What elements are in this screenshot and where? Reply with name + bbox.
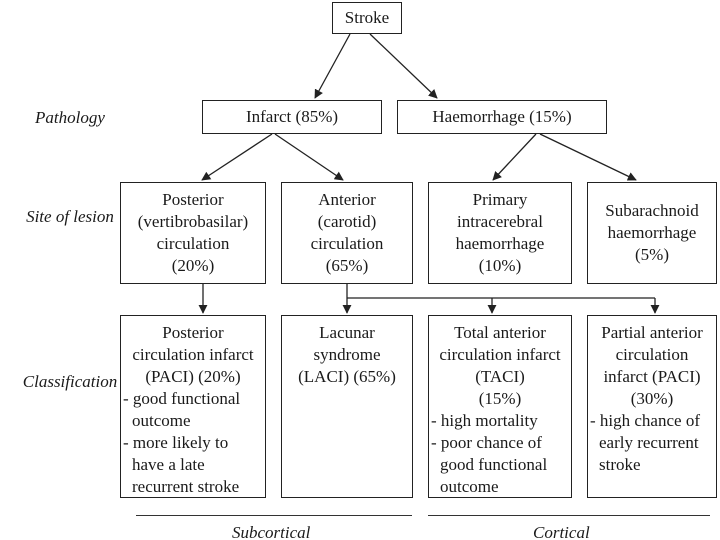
node-stroke: Stroke [332,2,402,34]
node-text-line: - high mortality [431,411,538,430]
node-text-line: (30%) [630,389,674,408]
node-text-line: haemorrhage [607,223,697,242]
node-text-line: infarct (PACI) [603,367,701,386]
node-partial-anterior-circulation-infarct: Partial anterior circulation infarct (PACI… [587,315,717,498]
arrow-stroke-to-haemorrhage [369,33,438,99]
node-text-line: intracerebral [457,212,543,231]
node-text-line: Partial anterior [601,323,703,342]
arrow-haemorrhage-to-primary [492,133,537,181]
node-text-line: Haemorrhage (15%) [432,107,572,126]
row-label-site: Site of lesion [26,207,114,226]
node-text-line: outcome [132,411,191,430]
node-posterior-circulation: Posterior (vertibrobasilar) circulation (20… [120,182,266,284]
node-text-line: Infarct (85%) [245,107,339,126]
node-text-line: Posterior [162,323,224,342]
node-text-line: (LACI) (65%) [298,367,396,386]
node-text-line: Posterior [162,190,224,209]
node-text-line: syndrome [313,345,381,364]
cortical-rule [428,515,710,516]
node-text-line: haemorrhage [455,234,545,253]
node-text-line: good functional [440,455,548,474]
node-text-line: stroke [599,455,641,474]
node-text-line: have a late [132,455,205,474]
node-text-line: Subarachnoid [605,201,699,220]
node-text-line: Primary [472,190,528,209]
arrow-infarct-to-posterior [201,133,273,181]
node-text-line: recurrent stroke [132,477,240,496]
node-text-line: (15%) [478,389,522,408]
node-text-line: (vertibrobasilar) [137,212,249,231]
node-posterior-circulation-infarct: Posterior circulation infarct (PACI) (20%)… [120,315,266,498]
node-text-line: circulation [156,234,230,253]
node-text-line: (TACI) [475,367,525,386]
node-text-line: Total anterior [454,323,546,342]
node-text-line: (carotid) [317,212,377,231]
node-text-line: (5%) [635,245,669,264]
node-primary-intracerebral: Primary intracerebral haemorrhage (10%) [428,182,572,284]
node-text-line: Lacunar [319,323,375,342]
row-label-classification: Classification [22,372,118,391]
group-label-subcortical: Subcortical [232,523,311,540]
node-text-line: - good functional [123,389,241,408]
arrow-haemorrhage-to-subarachnoid [539,133,637,181]
subcortical-rule [136,515,412,516]
node-text-line: - poor chance of [431,433,542,452]
node-infarct: Infarct (85%) [202,100,382,134]
node-text-line: - more likely to [123,433,229,452]
node-total-anterior-circulation-infarct: Total anterior circulation infarct (TACI) (… [428,315,572,498]
node-text-line: circulation infarct [439,345,561,364]
row-label-pathology: Pathology [35,108,105,127]
arrow-stroke-to-infarct [314,33,351,99]
node-text-line: (65%) [325,256,369,275]
node-text-line: (10%) [478,256,522,275]
node-subarachnoid: Subarachnoid haemorrhage (5%) [587,182,717,284]
node-anterior-circulation: Anterior (carotid) circulation (65%) [281,182,413,284]
arrow-infarct-to-anterior [274,133,344,181]
node-text-line: circulation [310,234,384,253]
node-text-line: outcome [440,477,499,496]
group-label-cortical: Cortical [533,523,590,540]
node-text-line: (PACI) (20%) [145,367,241,386]
node-text-line: Stroke [344,8,390,27]
node-text-line: Anterior [318,190,376,209]
node-text-line: circulation infarct [132,345,254,364]
node-text-line: circulation [615,345,689,364]
node-haemorrhage: Haemorrhage (15%) [397,100,607,134]
node-lacunar-syndrome: Lacunar syndrome (LACI) (65%) [281,315,413,498]
node-text-line: early recurrent [599,433,699,452]
node-text-line: - high chance of [590,411,700,430]
node-text-line: (20%) [171,256,215,275]
